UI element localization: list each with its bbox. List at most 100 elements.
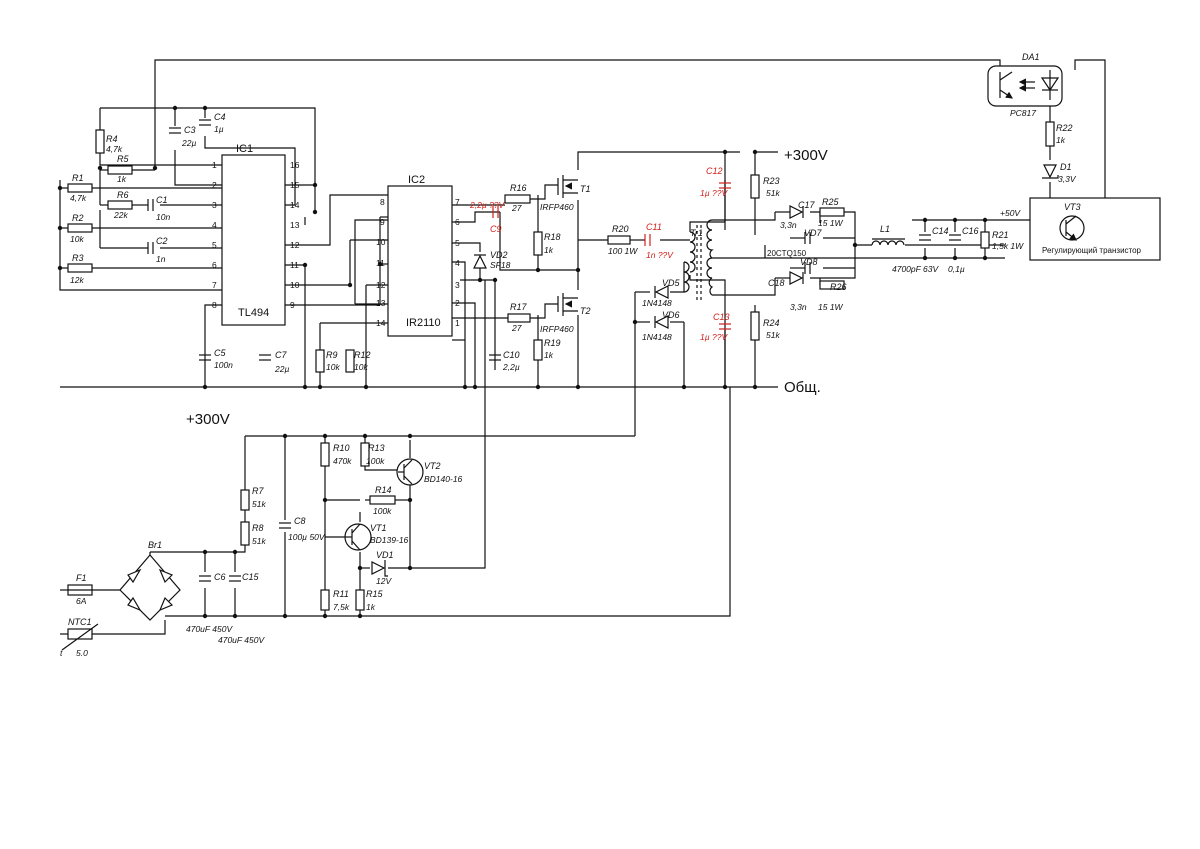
svg-text:R7: R7: [252, 486, 264, 496]
inductor-l1: L1: [871, 224, 905, 246]
svg-text:10n: 10n: [156, 212, 170, 222]
svg-text:9: 9: [290, 300, 295, 310]
svg-text:IR2110: IR2110: [406, 317, 441, 329]
svg-text:1k: 1k: [117, 174, 127, 184]
svg-text:51k: 51k: [766, 330, 780, 340]
svg-text:4700pF 63V: 4700pF 63V: [892, 264, 939, 274]
svg-text:VD2: VD2: [490, 250, 508, 260]
svg-text:BD139-16: BD139-16: [370, 535, 409, 545]
svg-text:13: 13: [376, 298, 386, 308]
svg-text:1k: 1k: [1056, 135, 1066, 145]
svg-text:C2: C2: [156, 236, 168, 246]
svg-text:R3: R3: [72, 253, 84, 263]
svg-text:1µ ??V: 1µ ??V: [700, 332, 728, 342]
svg-text:100µ 50V: 100µ 50V: [288, 532, 326, 542]
svg-text:C4: C4: [214, 112, 226, 122]
svg-text:2: 2: [212, 180, 217, 190]
svg-text:10: 10: [290, 280, 300, 290]
svg-text:C18: C18: [768, 278, 785, 288]
svg-text:IRFP460: IRFP460: [540, 324, 574, 334]
svg-text:6: 6: [455, 217, 460, 227]
svg-text:1: 1: [455, 318, 460, 328]
svg-text:100n: 100n: [214, 360, 233, 370]
svg-text:C11: C11: [646, 222, 662, 232]
wires: [59, 59, 1106, 635]
svg-text:C6: C6: [214, 572, 226, 582]
svg-text:C10: C10: [503, 350, 520, 360]
transformer-tr1: Tr1: [683, 219, 714, 300]
svg-text:C8: C8: [294, 516, 306, 526]
svg-text:3,3n: 3,3n: [780, 220, 797, 230]
svg-text:1k: 1k: [366, 602, 376, 612]
svg-text:4: 4: [212, 220, 217, 230]
svg-text:7,5k: 7,5k: [333, 602, 350, 612]
svg-text:1k: 1k: [544, 245, 554, 255]
svg-text:10k: 10k: [354, 362, 368, 372]
svg-text:R9: R9: [326, 350, 338, 360]
svg-text:C13: C13: [713, 312, 730, 322]
svg-text:100k: 100k: [373, 506, 392, 516]
svg-text:22k: 22k: [113, 210, 128, 220]
svg-text:VD7: VD7: [804, 228, 823, 238]
svg-text:Br1: Br1: [148, 540, 162, 550]
svg-text:3,3V: 3,3V: [1058, 174, 1077, 184]
svg-text:VD6: VD6: [662, 310, 680, 320]
bridge-br1: Br1: [119, 540, 181, 621]
rail-out: +50V: [1000, 208, 1021, 218]
svg-text:22µ: 22µ: [274, 364, 289, 374]
svg-text:R14: R14: [375, 485, 392, 495]
svg-text:R15: R15: [366, 589, 384, 599]
svg-text:100k: 100k: [366, 456, 385, 466]
svg-text:7: 7: [455, 197, 460, 207]
svg-text:2: 2: [455, 298, 460, 308]
svg-text:C9: C9: [490, 224, 502, 234]
svg-text:IC1: IC1: [236, 143, 253, 155]
svg-text:R26: R26: [830, 282, 847, 292]
svg-text:C15: C15: [242, 572, 260, 582]
svg-text:4,7k: 4,7k: [106, 144, 123, 154]
svg-text:15: 15: [290, 180, 300, 190]
svg-text:4,7k: 4,7k: [70, 193, 87, 203]
svg-text:R18: R18: [544, 232, 561, 242]
svg-text:C14: C14: [932, 226, 949, 236]
svg-text:22µ: 22µ: [181, 138, 196, 148]
svg-text:13: 13: [290, 220, 300, 230]
svg-text:6A: 6A: [76, 596, 87, 606]
vt3-block: VT3 Регулирующий транзистор: [1029, 197, 1161, 261]
rail-hv-left: +300V: [186, 411, 230, 428]
svg-text:C7: C7: [275, 350, 287, 360]
svg-text:5.0: 5.0: [76, 648, 88, 658]
svg-text:R4: R4: [106, 134, 118, 144]
svg-text:C12: C12: [706, 166, 723, 176]
svg-text:R12: R12: [354, 350, 371, 360]
svg-text:51k: 51k: [766, 188, 780, 198]
svg-text:VD1: VD1: [376, 550, 394, 560]
svg-text:PC817: PC817: [1010, 108, 1036, 118]
svg-text:7: 7: [212, 280, 217, 290]
svg-text:1: 1: [212, 160, 217, 170]
svg-text:R20: R20: [612, 224, 629, 234]
svg-text:VT1: VT1: [370, 523, 387, 533]
svg-text:R24: R24: [763, 318, 780, 328]
svg-text:10k: 10k: [70, 234, 84, 244]
svg-text:470uF 450V: 470uF 450V: [218, 635, 265, 645]
svg-text:3: 3: [455, 280, 460, 290]
svg-text:F1: F1: [76, 573, 87, 583]
rail-hv-top: +300V: [784, 147, 828, 164]
svg-text:20CTQ150: 20CTQ150: [767, 249, 807, 258]
svg-text:T2: T2: [580, 306, 591, 316]
svg-text:16: 16: [290, 160, 300, 170]
ic1: IC1 TL494 1 2 3 4 5 6 7 8 16 15 14 13 12…: [212, 143, 300, 326]
svg-text:R16: R16: [510, 183, 527, 193]
svg-text:R17: R17: [510, 302, 528, 312]
svg-text:1N4148: 1N4148: [642, 298, 672, 308]
svg-text:1N4148: 1N4148: [642, 332, 672, 342]
svg-text:R10: R10: [333, 443, 350, 453]
svg-text:12k: 12k: [70, 275, 84, 285]
svg-text:R11: R11: [333, 589, 349, 599]
svg-text:1n: 1n: [156, 254, 166, 264]
svg-text:C5: C5: [214, 348, 226, 358]
ic2: IC2 IR2110 8 9 10 11 12 13 14 7 6 5 4 2 …: [376, 174, 460, 337]
